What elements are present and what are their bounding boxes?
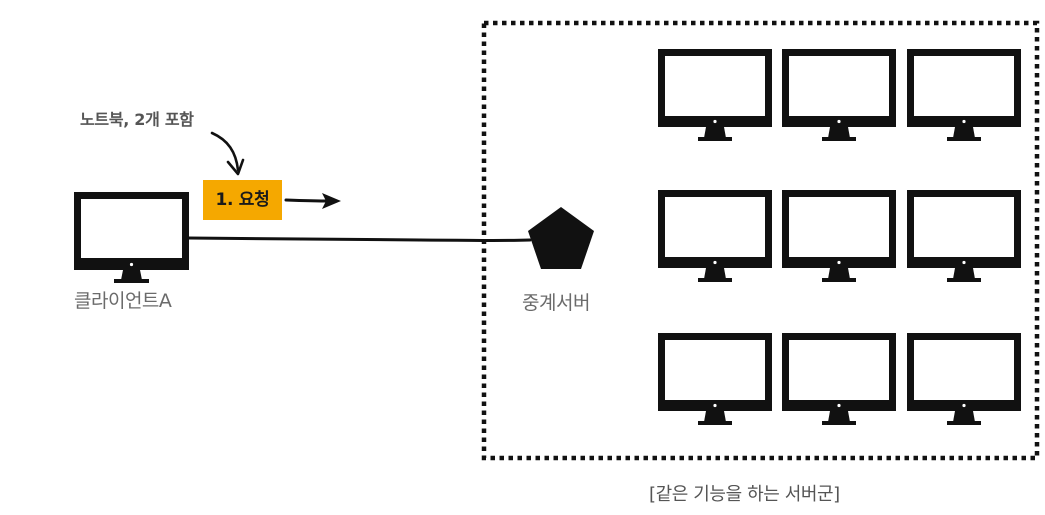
server-monitor-r1-c1 bbox=[658, 49, 772, 141]
server-monitor-r2-c1 bbox=[658, 190, 772, 282]
arrow-right-icon bbox=[284, 193, 341, 209]
server-monitor-r2-c3 bbox=[907, 190, 1021, 282]
connection-line bbox=[186, 236, 532, 243]
server-monitor-r3-c3 bbox=[907, 333, 1021, 425]
client-monitor bbox=[74, 192, 189, 283]
server-monitor-r1-c3 bbox=[907, 49, 1021, 141]
annotation-label: 노트북, 2개 포함 bbox=[80, 110, 194, 129]
pentagon-icon bbox=[528, 207, 594, 269]
relay-server-label: 중계서버 bbox=[522, 292, 590, 314]
server-monitor-r1-c2 bbox=[782, 49, 896, 141]
client-label: 클라이언트A bbox=[74, 290, 172, 312]
request-badge-label: 1. 요청 bbox=[215, 190, 270, 210]
server-group-label: [같은 기능을 하는 서버군] bbox=[649, 484, 840, 505]
curved-arrow-icon bbox=[210, 131, 245, 176]
request-badge-background bbox=[203, 180, 282, 220]
server-monitor-r2-c2 bbox=[782, 190, 896, 282]
server-monitor-r3-c2 bbox=[782, 333, 896, 425]
server-monitor-r3-c1 bbox=[658, 333, 772, 425]
